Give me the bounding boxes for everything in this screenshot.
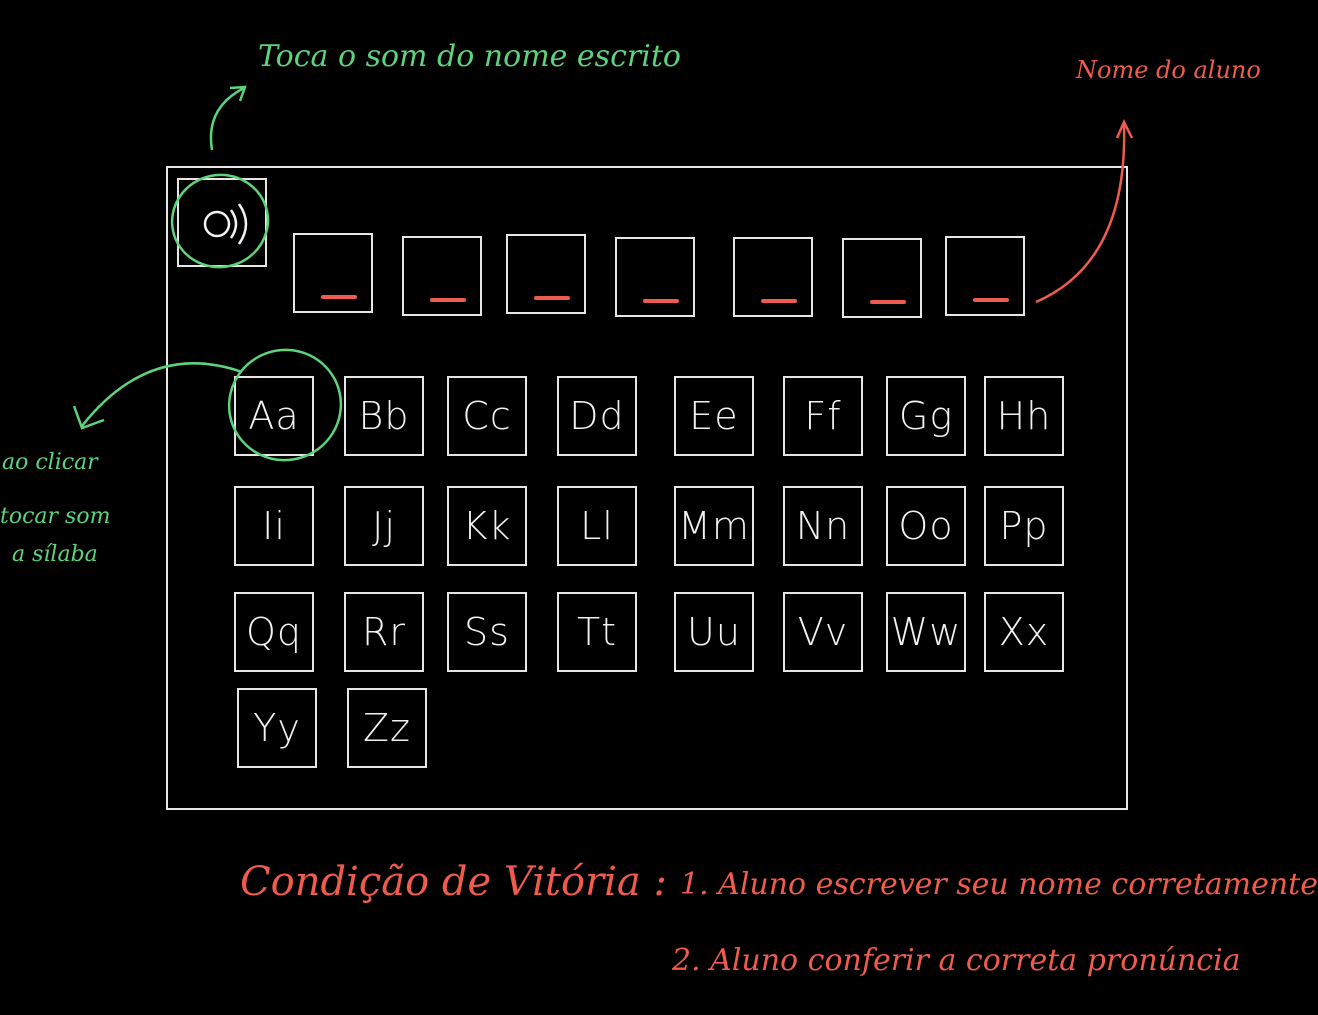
letter-key-k[interactable]: Kk <box>447 486 527 566</box>
play-sound-arrowhead <box>229 85 247 102</box>
victory-item-2: 2. Aluno conferir a correta pronúncia <box>672 943 1241 978</box>
empty-slot-dash <box>430 298 466 302</box>
name-slot <box>945 236 1025 316</box>
letter-key-y[interactable]: Yy <box>237 688 317 768</box>
letter-key-e[interactable]: Ee <box>674 376 754 456</box>
victory-item-1: 1. Aluno escrever seu nome corretamente <box>680 867 1318 902</box>
empty-slot-dash <box>761 299 797 303</box>
letter-key-s[interactable]: Ss <box>447 592 527 672</box>
letter-key-t[interactable]: Tt <box>557 592 637 672</box>
play-sound-note: Toca o som do nome escrito <box>258 39 681 74</box>
play-name-sound-button[interactable] <box>177 178 267 267</box>
letter-key-d[interactable]: Dd <box>557 376 637 456</box>
letter-key-r[interactable]: Rr <box>344 592 424 672</box>
letter-key-b[interactable]: Bb <box>344 376 424 456</box>
name-slot <box>402 236 482 316</box>
play-sound-arrow <box>209 86 245 151</box>
empty-slot-dash <box>321 295 357 299</box>
letter-key-i[interactable]: Ii <box>234 486 314 566</box>
letter-key-z[interactable]: Zz <box>347 688 427 768</box>
letter-key-p[interactable]: Pp <box>984 486 1064 566</box>
click-arrowhead <box>72 405 105 430</box>
letter-key-f[interactable]: Ff <box>783 376 863 456</box>
name-slot <box>615 237 695 317</box>
letter-key-v[interactable]: Vv <box>783 592 863 672</box>
victory-label: Condição de Vitória : <box>240 859 667 905</box>
name-slot <box>733 237 813 317</box>
empty-slot-dash <box>870 300 906 304</box>
letter-key-w[interactable]: Ww <box>886 592 966 672</box>
speaker-icon <box>203 203 248 245</box>
letter-key-j[interactable]: Jj <box>344 486 424 566</box>
click-note-line2: tocar som <box>0 504 111 529</box>
empty-slot-dash <box>973 298 1009 302</box>
name-slot <box>293 233 373 313</box>
letter-key-u[interactable]: Uu <box>674 592 754 672</box>
letter-key-o[interactable]: Oo <box>886 486 966 566</box>
click-note-line3: a sílaba <box>12 542 98 567</box>
letter-key-q[interactable]: Qq <box>234 592 314 672</box>
click-note-line1: ao clicar <box>2 450 98 475</box>
letter-key-m[interactable]: Mm <box>674 486 754 566</box>
name-slot <box>842 238 922 318</box>
letter-key-c[interactable]: Cc <box>447 376 527 456</box>
name-slot <box>506 234 586 314</box>
letter-key-x[interactable]: Xx <box>984 592 1064 672</box>
game-screen <box>166 166 1128 810</box>
letter-key-n[interactable]: Nn <box>783 486 863 566</box>
student-name-arrowhead <box>1115 119 1134 139</box>
letter-key-h[interactable]: Hh <box>984 376 1064 456</box>
letter-key-g[interactable]: Gg <box>886 376 966 456</box>
empty-slot-dash <box>534 296 570 300</box>
letter-key-l[interactable]: Ll <box>557 486 637 566</box>
student-name-note: Nome do aluno <box>1076 56 1261 84</box>
empty-slot-dash <box>643 299 679 303</box>
letter-key-a[interactable]: Aa <box>234 376 314 456</box>
